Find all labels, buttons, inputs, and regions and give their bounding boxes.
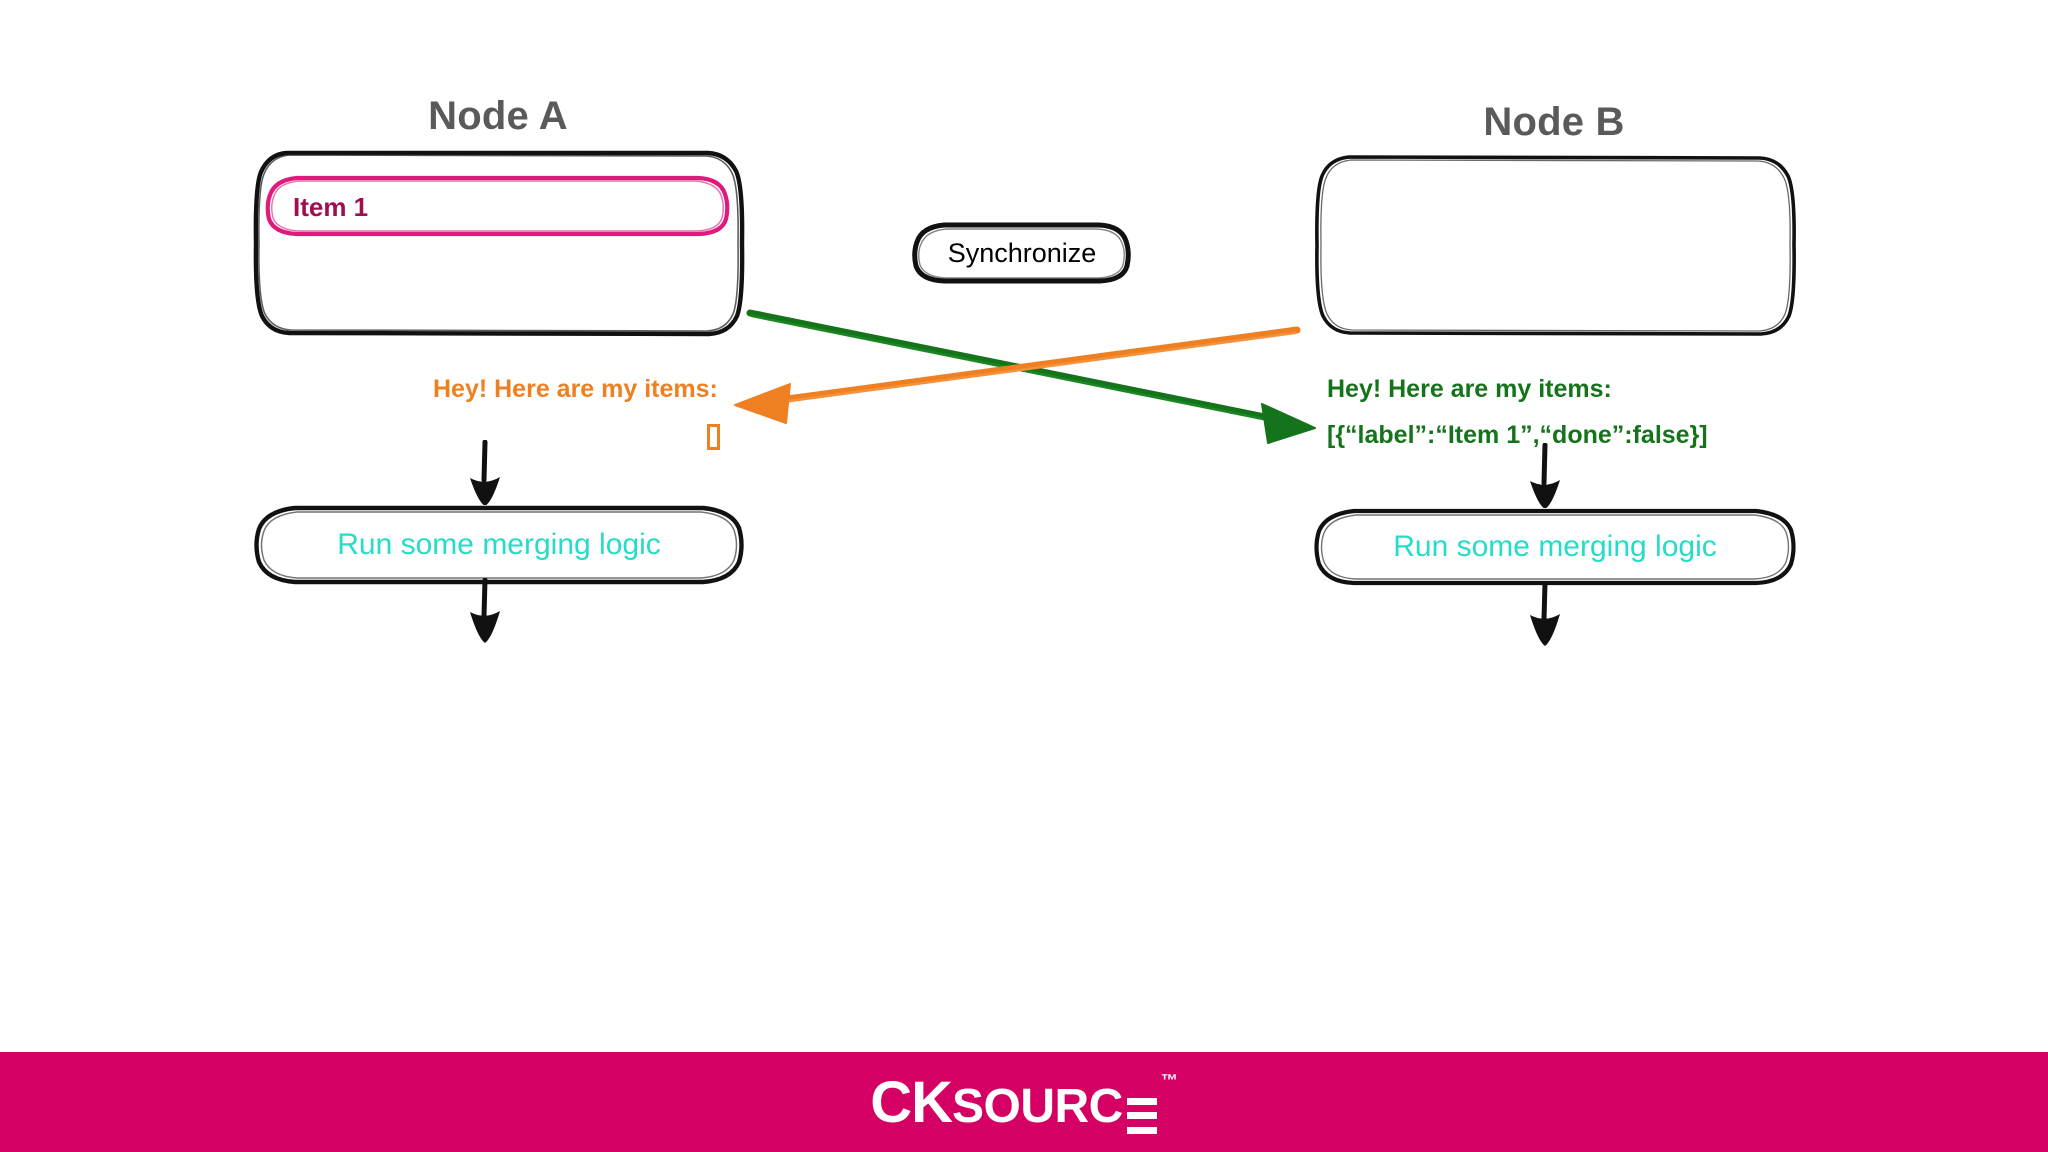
brand-ck-text: CK — [870, 1069, 953, 1135]
synchronize-button[interactable]: Synchronize — [912, 222, 1131, 284]
item-pill-outline-icon — [265, 175, 730, 237]
brand-e-bars-icon — [1126, 1097, 1157, 1134]
orange-message-arrow-icon — [734, 326, 1301, 424]
node-a-title: Node A — [428, 94, 568, 138]
merge-logic-box-b-label: Run some merging logic — [1393, 530, 1717, 563]
node-a-outline-icon — [253, 150, 745, 337]
footer-brand-bar: CK SOURC ™ — [0, 1052, 2048, 1152]
missing-glyph-icon — [707, 424, 720, 451]
merge-b-outline-icon — [1314, 508, 1796, 586]
message-to-node-a-payload — [707, 422, 720, 451]
brand-source-text: SOURC — [951, 1079, 1123, 1133]
cksource-logo: CK SOURC ™ — [870, 1069, 1178, 1136]
merge-logic-box-a-label: Run some merging logic — [337, 528, 661, 561]
node-b-outline-icon — [1315, 155, 1796, 336]
trademark-symbol: ™ — [1160, 1070, 1178, 1090]
merge-logic-box-a: Run some merging logic — [253, 505, 745, 585]
message-to-node-b-line1: Hey! Here are my items: — [1327, 375, 1612, 403]
node-b-container — [1313, 154, 1797, 336]
merge-a-outline-icon — [254, 505, 744, 585]
flow-arrow-down-out-of-merge-a-icon — [470, 578, 500, 643]
message-to-node-a-line1: Hey! Here are my items: — [433, 375, 718, 403]
node-b-title: Node B — [1483, 100, 1625, 144]
node-a-item-1-label: Item 1 — [293, 192, 369, 222]
green-message-arrow-icon — [746, 309, 1316, 444]
synchronize-button-label: Synchronize — [947, 237, 1097, 268]
node-a-item-1[interactable]: Item 1 — [265, 175, 731, 237]
merge-logic-box-b: Run some merging logic — [1313, 508, 1797, 586]
flow-arrow-down-into-merge-b-icon — [1530, 443, 1560, 509]
sync-button-outline-icon — [912, 222, 1131, 284]
flow-arrow-down-out-of-merge-b-icon — [1530, 581, 1560, 646]
flow-arrow-down-into-merge-a-icon — [470, 440, 500, 506]
message-to-node-b-payload: [{“label”:“Item 1”,“done”:false}] — [1327, 421, 1708, 449]
